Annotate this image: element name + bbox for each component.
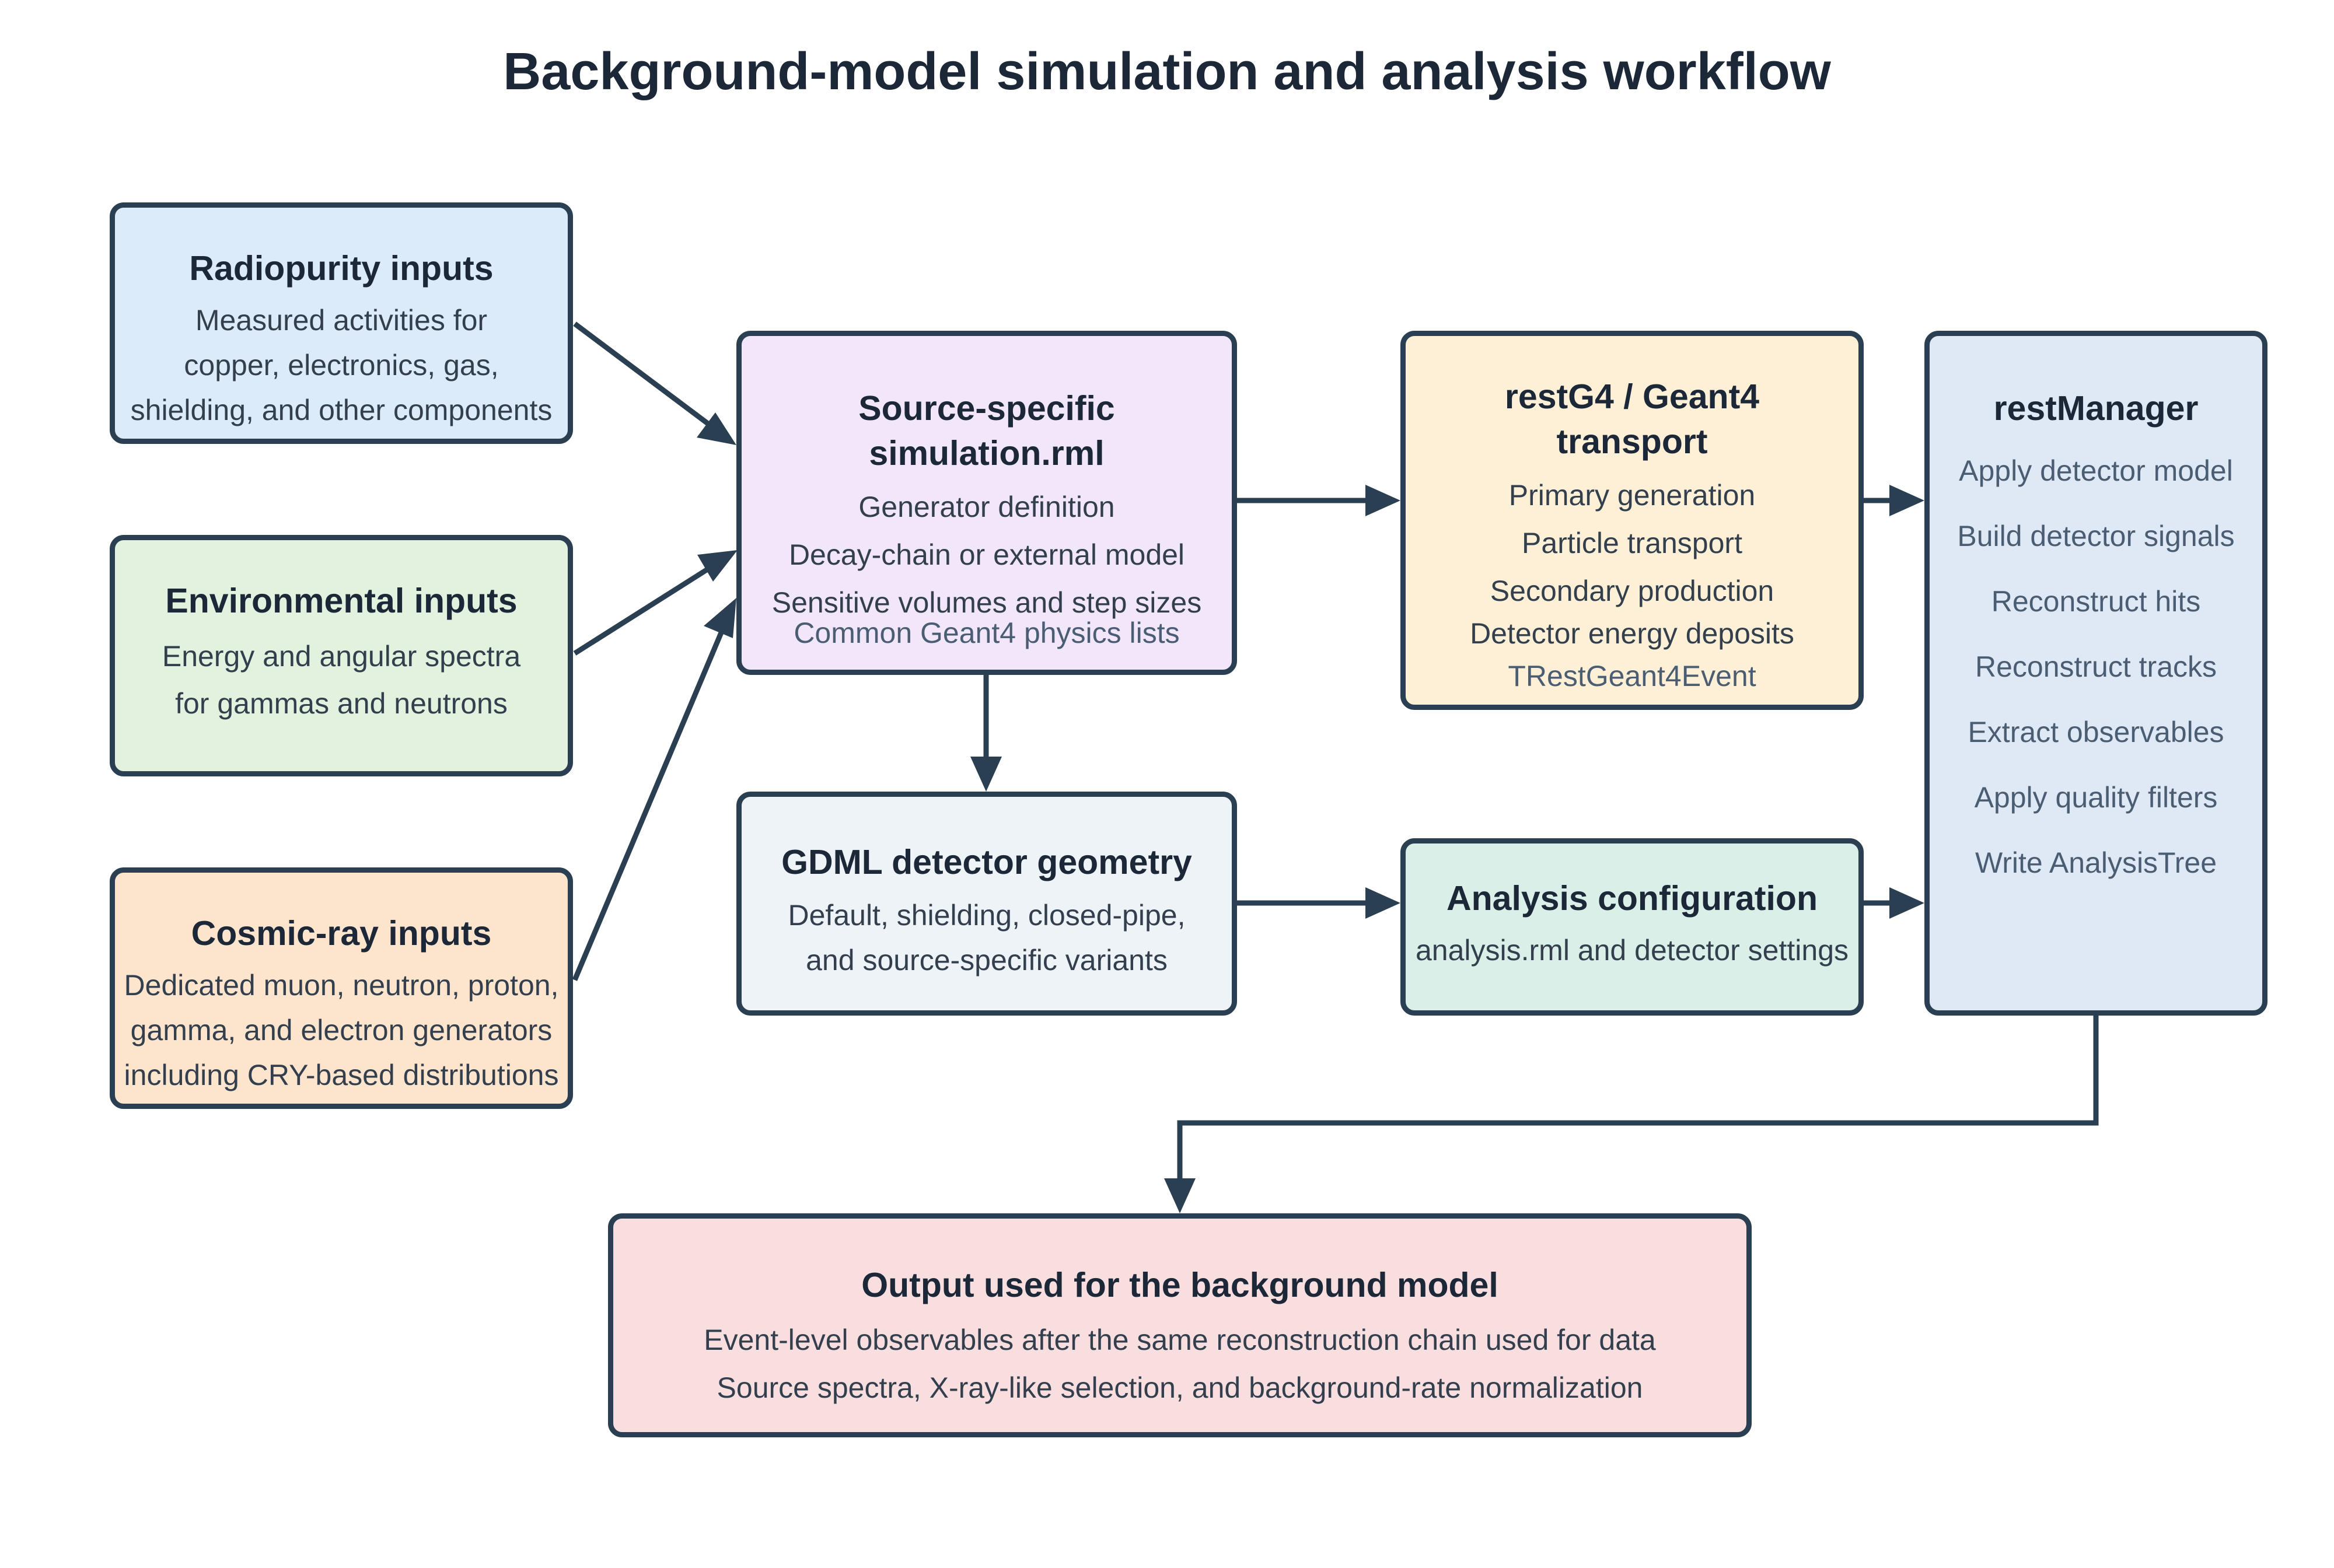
node-extra-line: Common Geant4 physics lists <box>794 617 1180 649</box>
node-title: Cosmic-ray inputs <box>191 914 492 953</box>
node-line: Measured activities for <box>195 304 488 337</box>
node-line: Apply detector model <box>1959 454 2233 487</box>
node-line: Reconstruct hits <box>1991 585 2201 618</box>
node-geometry: GDML detector geometry Default, shieldin… <box>736 792 1237 1016</box>
arrowhead-environmental <box>697 550 738 582</box>
arrowhead-simulation-restg4 <box>1365 485 1400 516</box>
node-line: Dedicated muon, neutron, proton, <box>124 969 559 1002</box>
edge-cosmic-simulation <box>572 626 726 981</box>
edge-restmanager-output <box>1177 1015 2099 1178</box>
node-title: Radiopurity inputs <box>189 249 494 288</box>
node-line: for gammas and neutrons <box>175 687 508 720</box>
diagram-title: Background-model simulation and analysis… <box>503 43 1831 101</box>
node-line: Generator definition <box>858 491 1115 523</box>
node-title-line1: restG4 / Geant4 <box>1504 377 1760 416</box>
arrowhead-output <box>1164 1178 1196 1213</box>
node-line: Detector energy deposits <box>1470 617 1794 650</box>
node-line: Extract observables <box>1968 716 2224 748</box>
node-simulation: Source-specific simulation.rml Generator… <box>736 331 1237 675</box>
node-line: gamma, and electron generators <box>130 1014 553 1046</box>
node-analysis: Analysis configuration analysis.rml and … <box>1400 838 1864 1016</box>
arrowhead-cosmic <box>704 598 736 638</box>
node-line: Default, shielding, closed-pipe, <box>788 899 1186 932</box>
node-title: restManager <box>1993 389 2199 428</box>
edge-radiopurity-simulation <box>573 321 717 431</box>
node-line: Source spectra, X-ray-like selection, an… <box>717 1371 1643 1404</box>
node-line: Apply quality filters <box>1974 781 2218 814</box>
node-line: Secondary production <box>1490 575 1774 607</box>
node-line: Particle transport <box>1522 527 1742 559</box>
node-title: Analysis configuration <box>1446 879 1818 918</box>
node-radiopurity: Radiopurity inputs Measured activities f… <box>110 202 573 444</box>
node-line: Decay-chain or external model <box>788 538 1185 571</box>
node-title-line1: Source-specific <box>858 389 1115 428</box>
arrowhead-geometry-analysis <box>1365 887 1400 919</box>
node-cosmic: Cosmic-ray inputs Dedicated muon, neutro… <box>110 867 573 1109</box>
arrowhead-restg4-restmanager <box>1889 485 1924 516</box>
node-restmanager: restManager Apply detector model Build d… <box>1924 331 2267 1016</box>
node-extra-line: TRestGeant4Event <box>1508 660 1756 692</box>
node-title: Environmental inputs <box>165 582 518 620</box>
node-title: GDML detector geometry <box>781 843 1192 881</box>
node-line: Event-level observables after the same r… <box>704 1324 1656 1356</box>
node-line: Sensitive volumes and step sizes <box>771 586 1202 619</box>
node-output: Output used for the background model Eve… <box>608 1213 1752 1437</box>
node-restg4: restG4 / Geant4 transport Primary genera… <box>1400 331 1864 710</box>
node-environmental: Environmental inputs Energy and angular … <box>110 535 573 776</box>
arrowhead-simulation-geometry <box>970 757 1002 792</box>
node-title-line2: transport <box>1556 422 1708 461</box>
node-line: Write AnalysisTree <box>1975 846 2217 879</box>
arrowhead-analysis-restmanager <box>1889 887 1924 919</box>
node-title-line2: simulation.rml <box>869 434 1105 473</box>
node-title: Output used for the background model <box>861 1266 1498 1304</box>
arrowhead-radiopurity <box>697 412 736 445</box>
node-line: Reconstruct tracks <box>1975 650 2217 683</box>
node-line: analysis.rml and detector settings <box>1415 934 1849 967</box>
node-line: Build detector signals <box>1957 520 2235 552</box>
node-line: and source-specific variants <box>806 944 1168 977</box>
node-line: including CRY-based distributions <box>124 1059 559 1091</box>
node-line: copper, electronics, gas, <box>184 349 499 382</box>
node-line: Energy and angular spectra <box>162 640 521 673</box>
edge-environmental-simulation <box>573 562 717 656</box>
node-line: Primary generation <box>1508 479 1756 512</box>
node-line: shielding, and other components <box>130 394 553 426</box>
